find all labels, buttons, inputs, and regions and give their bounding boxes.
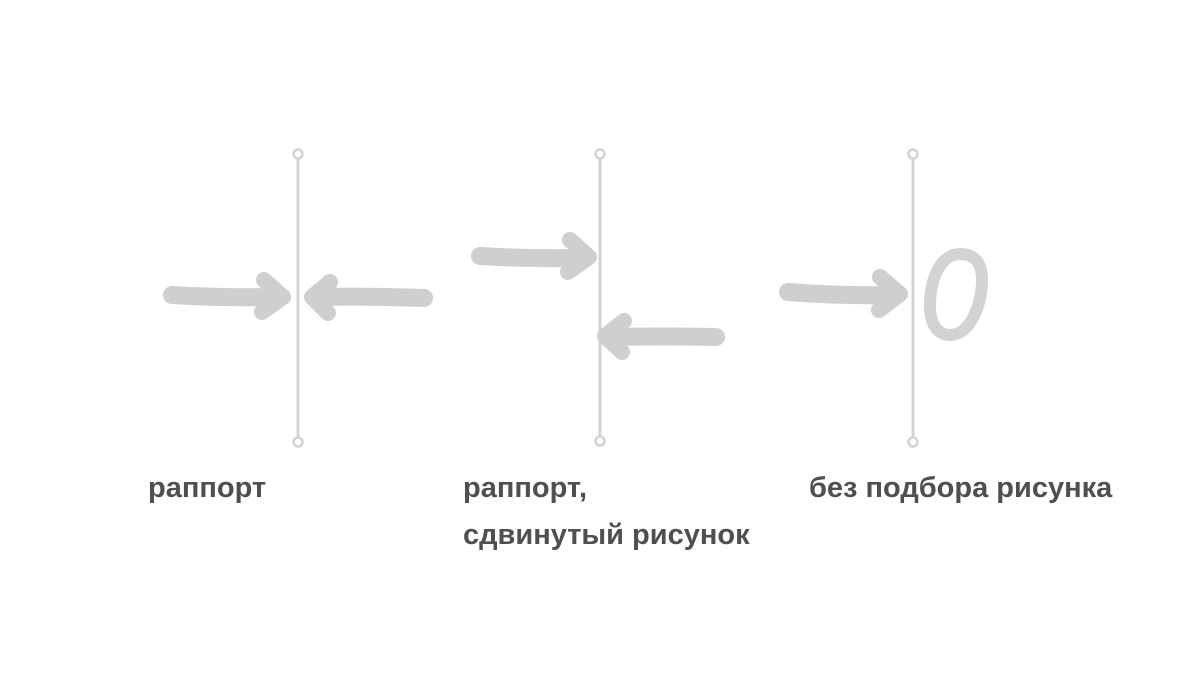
- arrow-left-icon: [304, 274, 433, 321]
- caption-line: без подбора рисунка: [809, 472, 1113, 504]
- caption-line: сдвинутый рисунок: [463, 519, 750, 551]
- caption-rapport: раппорт: [148, 465, 266, 512]
- seam-endpoint-top: [907, 148, 919, 160]
- caption-line: раппорт: [148, 472, 267, 504]
- panel-rapport-shifted: [471, 148, 725, 447]
- arrow-right-icon: [471, 232, 597, 280]
- arrow-left-icon: [597, 313, 725, 360]
- zero-symbol: [923, 247, 989, 342]
- panel-rapport: [163, 148, 433, 448]
- arrow-right-icon: [163, 272, 291, 320]
- caption-rapport-shifted: раппорт, сдвинутый рисунок: [463, 465, 750, 559]
- seam-endpoint-bottom: [594, 435, 606, 447]
- seam-endpoint-top: [594, 148, 606, 160]
- seam-endpoint-bottom: [292, 436, 304, 448]
- arrow-right-icon: [779, 269, 908, 318]
- panel-no-match: [779, 148, 989, 448]
- seam-endpoint-bottom: [907, 436, 919, 448]
- seam-endpoint-top: [292, 148, 304, 160]
- caption-no-match: без подбора рисунка: [809, 465, 1112, 512]
- caption-line: раппорт,: [463, 472, 588, 504]
